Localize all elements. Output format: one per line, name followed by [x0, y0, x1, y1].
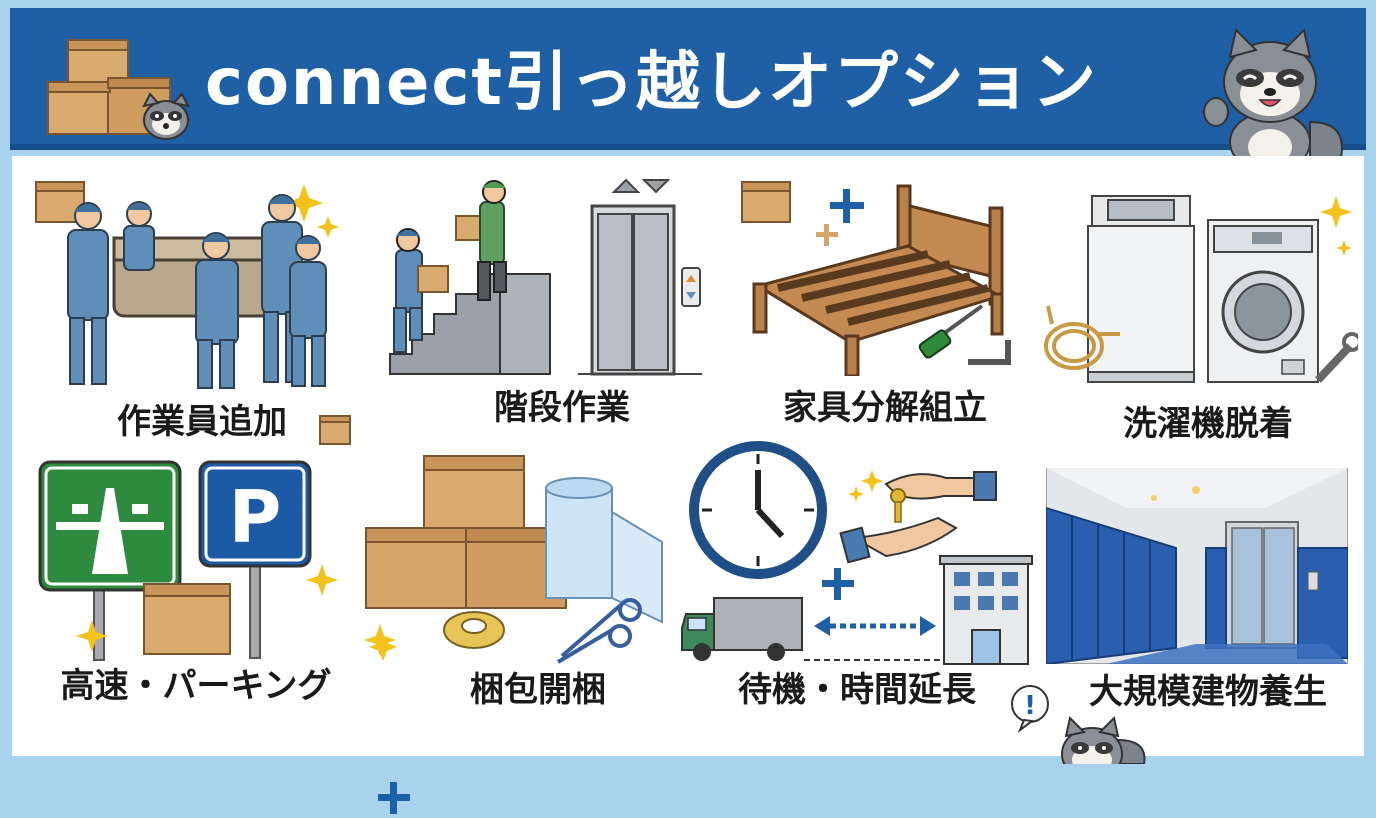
option-standby-illustration — [676, 438, 1040, 668]
hose-icon — [1044, 305, 1120, 370]
hex-key-icon — [968, 340, 1011, 365]
box-stack-icon — [365, 455, 567, 609]
stairs-worker-icon — [389, 180, 551, 375]
sparkle-icon — [1320, 196, 1352, 256]
highway-sign-icon — [38, 460, 182, 661]
raccoon-mascot-icon — [1203, 28, 1343, 162]
building-icon — [939, 555, 1033, 665]
option-label-packing: 梱包開梱 — [470, 670, 606, 710]
parking-sign-icon — [198, 460, 312, 659]
elevator-icon — [578, 178, 702, 376]
option-building-protection-illustration — [1046, 468, 1348, 664]
sparkle-icon — [848, 470, 883, 502]
option-label-washer: 洗濯機脱着 — [1123, 404, 1293, 444]
option-washer-illustration — [1038, 184, 1358, 394]
alert-symbol: ! — [1024, 691, 1036, 721]
protected-hallway-icon — [1046, 468, 1348, 664]
drum-washer-icon — [1207, 219, 1319, 383]
double-arrow-icon — [814, 616, 936, 636]
plus-icon — [816, 224, 838, 246]
option-label-extra-workers: 作業員追加 — [117, 402, 287, 442]
header-banner: connect引っ越しオプション — [10, 8, 1366, 162]
sparkle-icon — [76, 564, 338, 652]
sparkle-icon — [369, 633, 397, 661]
options-panel: 作業員追加 — [12, 156, 1364, 814]
cardboard-boxes-icon — [741, 181, 791, 223]
clock-icon — [689, 441, 827, 579]
option-highway-parking-illustration: P — [32, 414, 352, 664]
bed-frame-icon — [752, 184, 1004, 376]
option-extra-workers-illustration — [32, 170, 352, 400]
plus-icon — [822, 568, 854, 600]
plus-icon — [830, 189, 864, 223]
option-label-standby: 待機・時間延長 — [738, 670, 976, 710]
parking-sign-letter: P — [229, 475, 282, 559]
option-label-building-protection: 大規模建物養生 — [1089, 672, 1327, 712]
box-stack-icon — [143, 583, 231, 655]
poster-frame: connect引っ越しオプション — [10, 8, 1366, 814]
option-label-furniture: 家具分解組立 — [783, 388, 987, 428]
movers-carrying-sofa-icon — [67, 194, 327, 389]
option-packing-illustration — [362, 452, 672, 672]
option-label-stairs: 階段作業 — [494, 388, 630, 428]
plus-icon — [378, 782, 410, 814]
screwdriver-icon — [918, 304, 984, 359]
cardboard-boxes-icon — [319, 415, 351, 445]
raccoon-mascot-icon: ! — [1011, 685, 1146, 764]
option-stairs-illustration — [382, 178, 702, 378]
bubble-wrap-icon — [545, 477, 663, 624]
packing-tape-icon — [443, 611, 505, 649]
truck-icon — [681, 597, 803, 661]
scissors-icon — [556, 598, 642, 664]
sparkle-icon — [285, 184, 339, 238]
page-title: connect引っ越しオプション — [205, 46, 1098, 120]
option-label-highway-parking: 高速・パーキング — [60, 666, 332, 706]
raccoon-mascot-icon — [142, 92, 190, 140]
option-furniture-illustration — [738, 176, 1028, 376]
cardboard-boxes-icon — [47, 39, 190, 140]
sparkle-icon — [364, 624, 396, 656]
key-handover-icon — [839, 471, 997, 564]
wrench-icon — [1315, 332, 1358, 383]
washing-machine-icon — [1087, 195, 1195, 383]
